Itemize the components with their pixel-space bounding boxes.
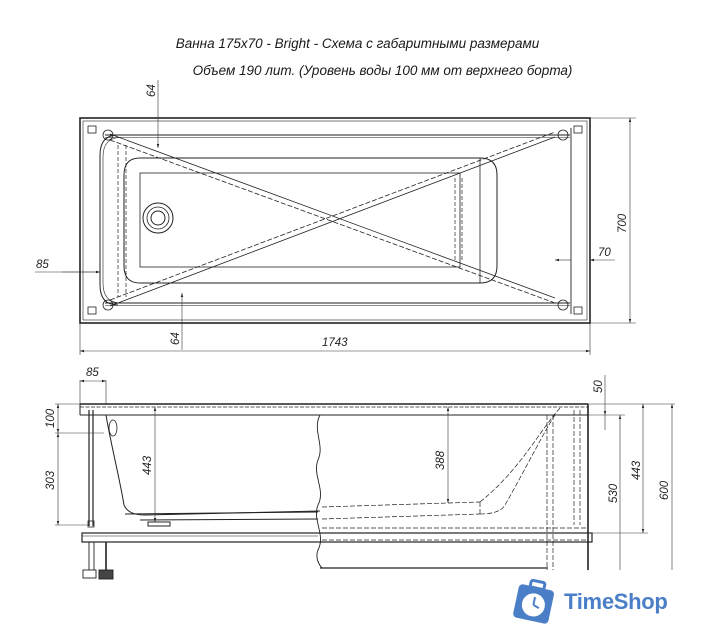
dim-frame-height: 530 — [608, 483, 620, 503]
dim-rim-overhang: 85 — [86, 367, 99, 379]
dim-rim-lip: 50 — [593, 380, 605, 393]
dim-inner-depth-center: 388 — [435, 450, 447, 470]
dim-right-offset: 70 — [598, 247, 611, 259]
dim-total-height: 600 — [659, 480, 671, 500]
dim-width: 700 — [617, 213, 629, 233]
adjustable-feet — [82, 542, 114, 580]
dim-left-offset: 85 — [36, 259, 49, 271]
dim-water-level: 100 — [45, 408, 57, 428]
timeshop-logo: TimeShop — [510, 577, 710, 627]
drawing-title: Ванна 175х70 - Bright - Схема с габаритн… — [175, 36, 540, 51]
top-view-dimensions — [35, 80, 636, 355]
top-view — [79, 117, 591, 324]
clock-bag-icon — [513, 578, 554, 624]
drain-icon — [142, 202, 174, 234]
dim-length: 1743 — [322, 337, 348, 349]
foot-mount — [87, 125, 583, 315]
dim-inner-depth-right: 443 — [631, 460, 643, 480]
drawing-subtitle: Объем 190 лит. (Уровень воды 100 мм от в… — [192, 63, 573, 78]
dim-bottom-rim: 64 — [170, 332, 182, 345]
dim-left-support: 303 — [45, 470, 57, 490]
side-view — [79, 403, 593, 580]
dim-inner-depth-left: 443 — [142, 455, 154, 475]
dim-top-rim: 64 — [146, 84, 158, 97]
brand-name: TimeShop — [564, 589, 668, 614]
side-view-dimensions — [55, 375, 675, 570]
